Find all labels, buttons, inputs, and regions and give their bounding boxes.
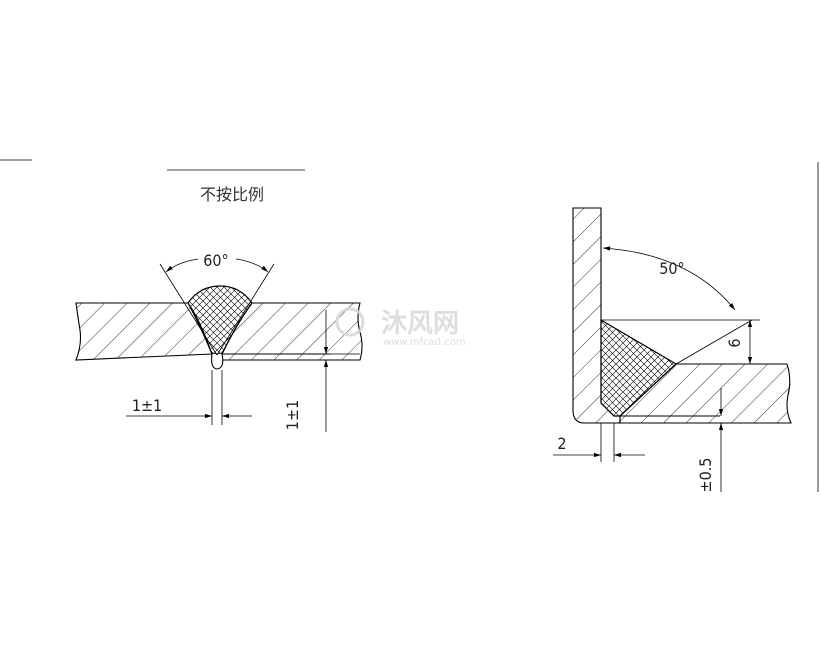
angle-arc-right [235,258,269,273]
angle-50-label: 50° [659,259,685,278]
scale-note: 不按比例 [167,169,305,204]
weld-root [211,353,224,370]
watermark-logo [335,307,365,337]
angle-arc-50 [602,246,736,311]
gap-label: 1±1 [132,396,162,415]
depth-label: 6 [725,338,744,347]
tolerance-label: ±0.5 [696,458,715,493]
angle-ext-left [159,263,218,356]
watermark: 沐风网 www.mfcad.com [335,307,466,348]
horizontal-plate [619,363,792,424]
left-plate [75,302,213,361]
not-to-scale-note: 不按比例 [200,185,264,204]
watermark-url: www.mfcad.com [383,337,466,348]
angle-ext-right [216,263,275,356]
angle-ext-bevel [675,319,753,365]
fillet-weld-bead [600,318,677,417]
gap-2-label: 2 [557,434,566,453]
angle-60-label: 60° [203,251,229,270]
butt-weld-detail: 60° 1±1 1±1 [75,251,363,432]
butt-weld-bead [187,285,253,355]
watermark-brand: 沐风网 [381,309,459,339]
t-weld-detail: 50° 6 2 ±0.5 [553,207,792,493]
angle-arc-left [165,258,199,273]
root-label: 1±1 [283,400,302,430]
